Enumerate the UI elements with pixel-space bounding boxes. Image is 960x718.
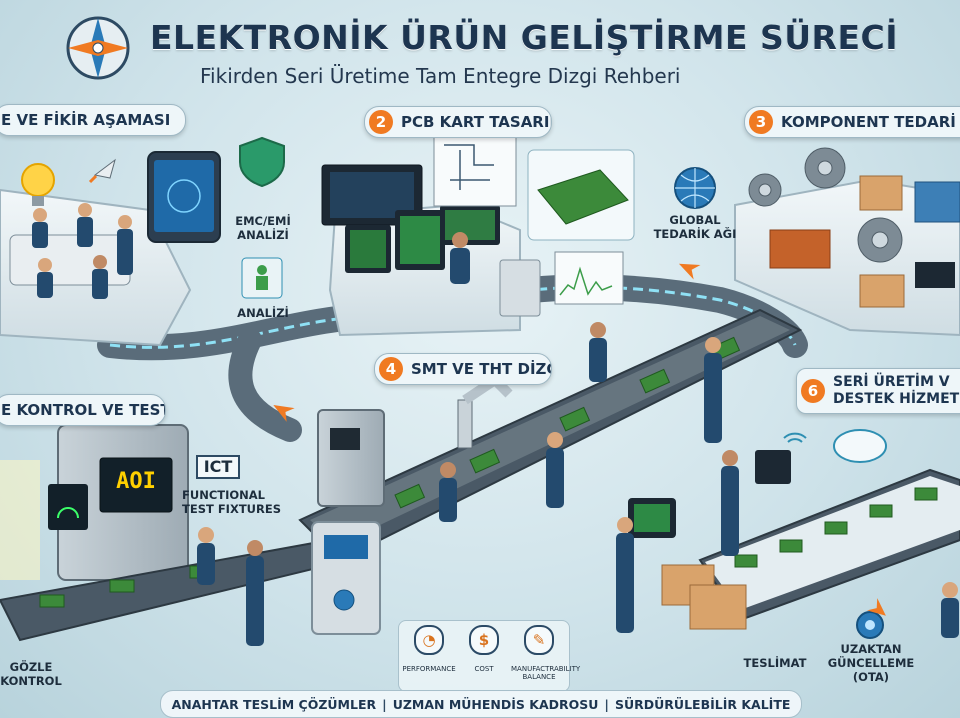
shipping-boxes <box>661 564 747 630</box>
cloud-icon <box>833 429 887 463</box>
page-title: ELEKTRONİK ÜRÜN GELİŞTİRME SÜRECİ <box>150 18 899 57</box>
monitor-wall <box>321 164 500 273</box>
support-staff <box>616 450 959 638</box>
step-2-label: 2 PCB KART TASARIM <box>364 106 552 138</box>
gear-icon <box>748 147 903 263</box>
footer-separator: | <box>382 696 387 712</box>
team-people <box>32 203 133 299</box>
test-operators <box>197 527 264 646</box>
step-1-label: E VE FİKİR AŞAMASI <box>0 104 186 136</box>
global-supply-label: GLOBAL TEDARİK AĞI <box>653 213 737 241</box>
schematic-card <box>433 129 517 207</box>
person-analysis-icon <box>241 257 283 299</box>
ota-label: UZAKTAN GÜNCELLEME (OTA) <box>827 642 915 684</box>
component-boxes <box>769 175 960 308</box>
emc-label: EMC/EMİ ANALİZİ <box>235 214 291 242</box>
footer-banner: ANAHTAR TESLİM ÇÖZÜMLER | UZMAN MÜHENDİS… <box>160 690 802 718</box>
wifi-icon <box>783 432 807 443</box>
visual-inspection-label: GÖZLE KONTROL <box>0 660 62 688</box>
kpi-manufacturability: ✎ MANUFACTRABILITY BALANCE <box>511 625 580 681</box>
meeting-table <box>9 234 131 286</box>
tools-icon: ✎ <box>524 625 554 655</box>
compass-logo <box>66 16 130 80</box>
step-6-line1: SERİ ÜRETİM V <box>833 374 950 390</box>
footer-item-1: ANAHTAR TESLİM ÇÖZÜMLER <box>171 696 377 712</box>
rocket-icon <box>88 158 116 184</box>
inspection-light-panel <box>0 460 40 580</box>
step-5-label: E KONTROL VE TEST <box>0 394 166 426</box>
gear-icon <box>333 589 355 611</box>
kpi-panel: ◔ PERFORMANCE $ COST ✎ MANUFACTRABILITY … <box>398 620 580 692</box>
shield-icon <box>239 136 285 188</box>
page-subtitle: Fikirden Seri Üretime Tam Entegre Dizgi … <box>200 64 681 88</box>
kpi-cost: $ COST <box>456 625 512 673</box>
step-3-label: 3 KOMPONENT TEDARİ <box>744 106 960 138</box>
dollar-icon: $ <box>469 625 499 655</box>
lightbulb-icon <box>21 163 55 206</box>
server-rack <box>499 259 541 317</box>
operators <box>439 322 722 522</box>
signal-chart-card <box>554 251 624 305</box>
production-pcbs <box>734 487 938 568</box>
delivery-label: TESLİMAT <box>743 656 807 670</box>
step-6-line2: DESTEK HİZMET <box>833 391 960 407</box>
flow-arrows <box>273 263 886 616</box>
footer-separator: | <box>604 696 609 712</box>
designer-person <box>450 232 470 284</box>
gauge-icon: ◔ <box>414 625 444 655</box>
analysis-label: ANALİZİ <box>237 306 289 320</box>
kpi-performance: ◔ PERFORMANCE <box>401 625 457 673</box>
step-4-label: 4 SMT VE THT DİZGİ <box>374 353 552 385</box>
smt-machine <box>317 409 385 507</box>
step-6-label: 6 SERİ ÜRETİM V DESTEK HİZMET <box>796 368 960 414</box>
flow-path-down <box>228 328 302 442</box>
footer-item-2: UZMAN MÜHENDİS KADROSU <box>392 696 599 712</box>
functional-test-label: FUNCTIONAL TEST FIXTURES <box>182 488 282 516</box>
ict-label: ICT <box>196 455 240 479</box>
footer-item-3: SÜRDÜRÜLEBİLİR KALİTE <box>615 696 791 712</box>
workstation-monitor <box>755 450 791 484</box>
aoi-screen-label: AOI <box>116 469 156 494</box>
